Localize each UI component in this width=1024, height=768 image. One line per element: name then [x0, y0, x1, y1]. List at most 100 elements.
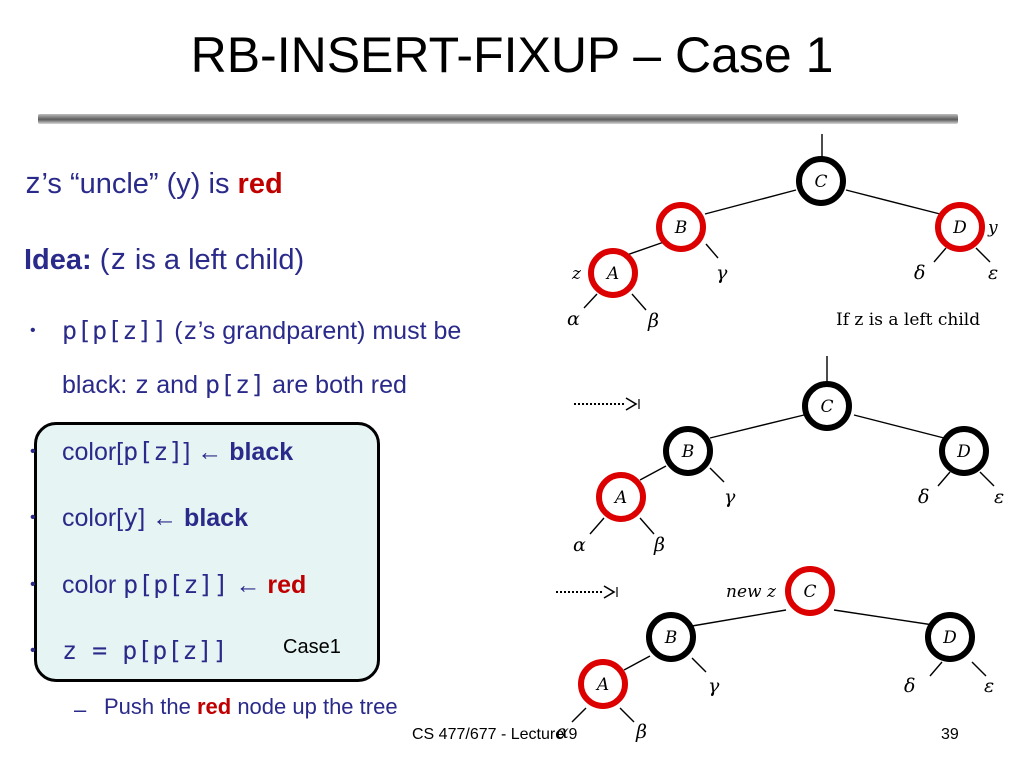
beta-label: β	[653, 534, 665, 556]
new-z-label: new z	[726, 582, 777, 602]
color-post: ] ←	[183, 438, 230, 466]
color-pre: color	[62, 571, 124, 599]
title-underline	[38, 114, 958, 124]
uncle-text: ’s “uncle” (y) is	[41, 168, 238, 200]
epsilon-label: ε	[994, 486, 1004, 508]
z-var: z	[134, 370, 150, 399]
node-d-label: D	[952, 218, 967, 238]
black-word: black	[184, 504, 248, 532]
ppz-code: p[p[z]]	[123, 570, 229, 599]
z-assign-code: z = p[p[z]]	[62, 636, 228, 665]
node-b	[646, 612, 696, 662]
z-var: z	[24, 166, 42, 200]
color-y-line: color[y] ← black	[62, 503, 248, 533]
black-pre: black:	[62, 371, 135, 399]
delta-label: δ	[918, 486, 929, 508]
tree-after: C B D A new z α β γ δ ε	[556, 566, 994, 743]
epsilon-label: ε	[988, 262, 998, 284]
alpha-label: α	[567, 308, 580, 330]
y-code: y	[123, 503, 139, 532]
delta-label: δ	[914, 262, 925, 284]
pz-code: p[z]	[123, 437, 184, 466]
color-pre: color[	[62, 438, 124, 466]
node-c-label: C	[820, 397, 833, 417]
epsilon-label: ε	[984, 675, 994, 697]
node-a-label: A	[595, 675, 609, 695]
page-number: 39	[941, 726, 959, 743]
black-word: black	[229, 438, 294, 466]
node-a	[596, 472, 646, 522]
node-a-label: A	[605, 264, 619, 284]
bullet: •	[30, 642, 36, 659]
grandparent-line: p[p[z]] (z’s grandparent) must be	[62, 316, 461, 346]
node-b	[663, 426, 713, 476]
grandparent-open: (	[167, 317, 183, 345]
grandparent-rest: ’s grandparent) must be	[197, 317, 462, 345]
tree-recolored: C B D A α β γ δ ε	[573, 356, 1004, 556]
color-post: ←	[228, 571, 268, 599]
node-d-label: D	[942, 628, 957, 648]
case1-callout-box	[34, 422, 380, 682]
red-word: red	[267, 571, 307, 599]
node-c-label: C	[814, 172, 827, 192]
grandparent-code: p[p[z]]	[62, 316, 168, 345]
slide-footer: CS 477/677 - Lecture 9	[412, 726, 578, 743]
dash-marker: –	[74, 697, 87, 722]
node-b	[656, 202, 706, 252]
z-label: z	[571, 264, 582, 284]
red-word: red	[196, 694, 232, 719]
tree-caption: If z is a left child	[836, 310, 980, 330]
push-line: Push the red node up the tree	[104, 694, 398, 720]
bullet: •	[30, 576, 36, 593]
node-c	[802, 381, 852, 431]
node-d-label: D	[956, 442, 971, 462]
color-post: ] ←	[138, 504, 185, 532]
push-rest: node up the tree	[231, 694, 398, 719]
beta-label: β	[635, 721, 647, 743]
dotted-arrow	[574, 397, 640, 411]
red-word: red	[237, 168, 283, 200]
alpha-label: α	[573, 534, 586, 556]
black-line: black: z and p[z] are both red	[62, 370, 407, 400]
z-var: z	[182, 316, 198, 345]
pz-code: p[z]	[204, 370, 266, 399]
node-d	[939, 426, 989, 476]
gamma-label: γ	[708, 675, 720, 697]
node-b-label: B	[664, 628, 678, 648]
tree-before: C B D A z y α β γ δ ε If z is a left chi…	[567, 134, 998, 332]
node-b-label: B	[681, 442, 695, 462]
color-pre: color[	[62, 504, 124, 532]
bullet: •	[30, 322, 36, 339]
z-assign-line: z = p[p[z]]	[62, 636, 228, 666]
uncle-line: z’s “uncle” (y) is red	[24, 166, 283, 201]
node-a	[578, 659, 628, 709]
gamma-label: γ	[724, 486, 736, 508]
bullet: •	[30, 443, 36, 460]
push-pre: Push the	[104, 694, 197, 719]
idea-label: Idea:	[24, 244, 92, 276]
idea-rest: is a left child)	[126, 244, 305, 276]
slide-title: RB-INSERT-FIXUP – Case 1	[190, 27, 834, 83]
y-label: y	[987, 218, 998, 238]
delta-label: δ	[904, 675, 915, 697]
beta-label: β	[647, 310, 659, 332]
gamma-label: γ	[716, 262, 728, 284]
bullet: •	[30, 509, 36, 526]
idea-open: (	[91, 244, 110, 276]
dotted-arrow	[556, 585, 618, 599]
case1-label: Case1	[283, 636, 341, 658]
and-text: and	[149, 371, 205, 399]
node-a	[588, 248, 638, 298]
node-c	[785, 566, 835, 616]
node-c	[796, 156, 846, 206]
node-d	[935, 202, 985, 252]
idea-line: Idea: (z is a left child)	[24, 242, 304, 277]
node-a-label: A	[613, 488, 627, 508]
node-c-label: C	[803, 582, 816, 602]
node-d	[925, 612, 975, 662]
color-pz-line: color[p[z]] ← black	[62, 437, 293, 467]
color-ppz-line: color p[p[z]] ← red	[62, 570, 306, 600]
black-rest: are both red	[265, 371, 407, 399]
z-var: z	[109, 242, 127, 276]
node-b-label: B	[674, 218, 688, 238]
